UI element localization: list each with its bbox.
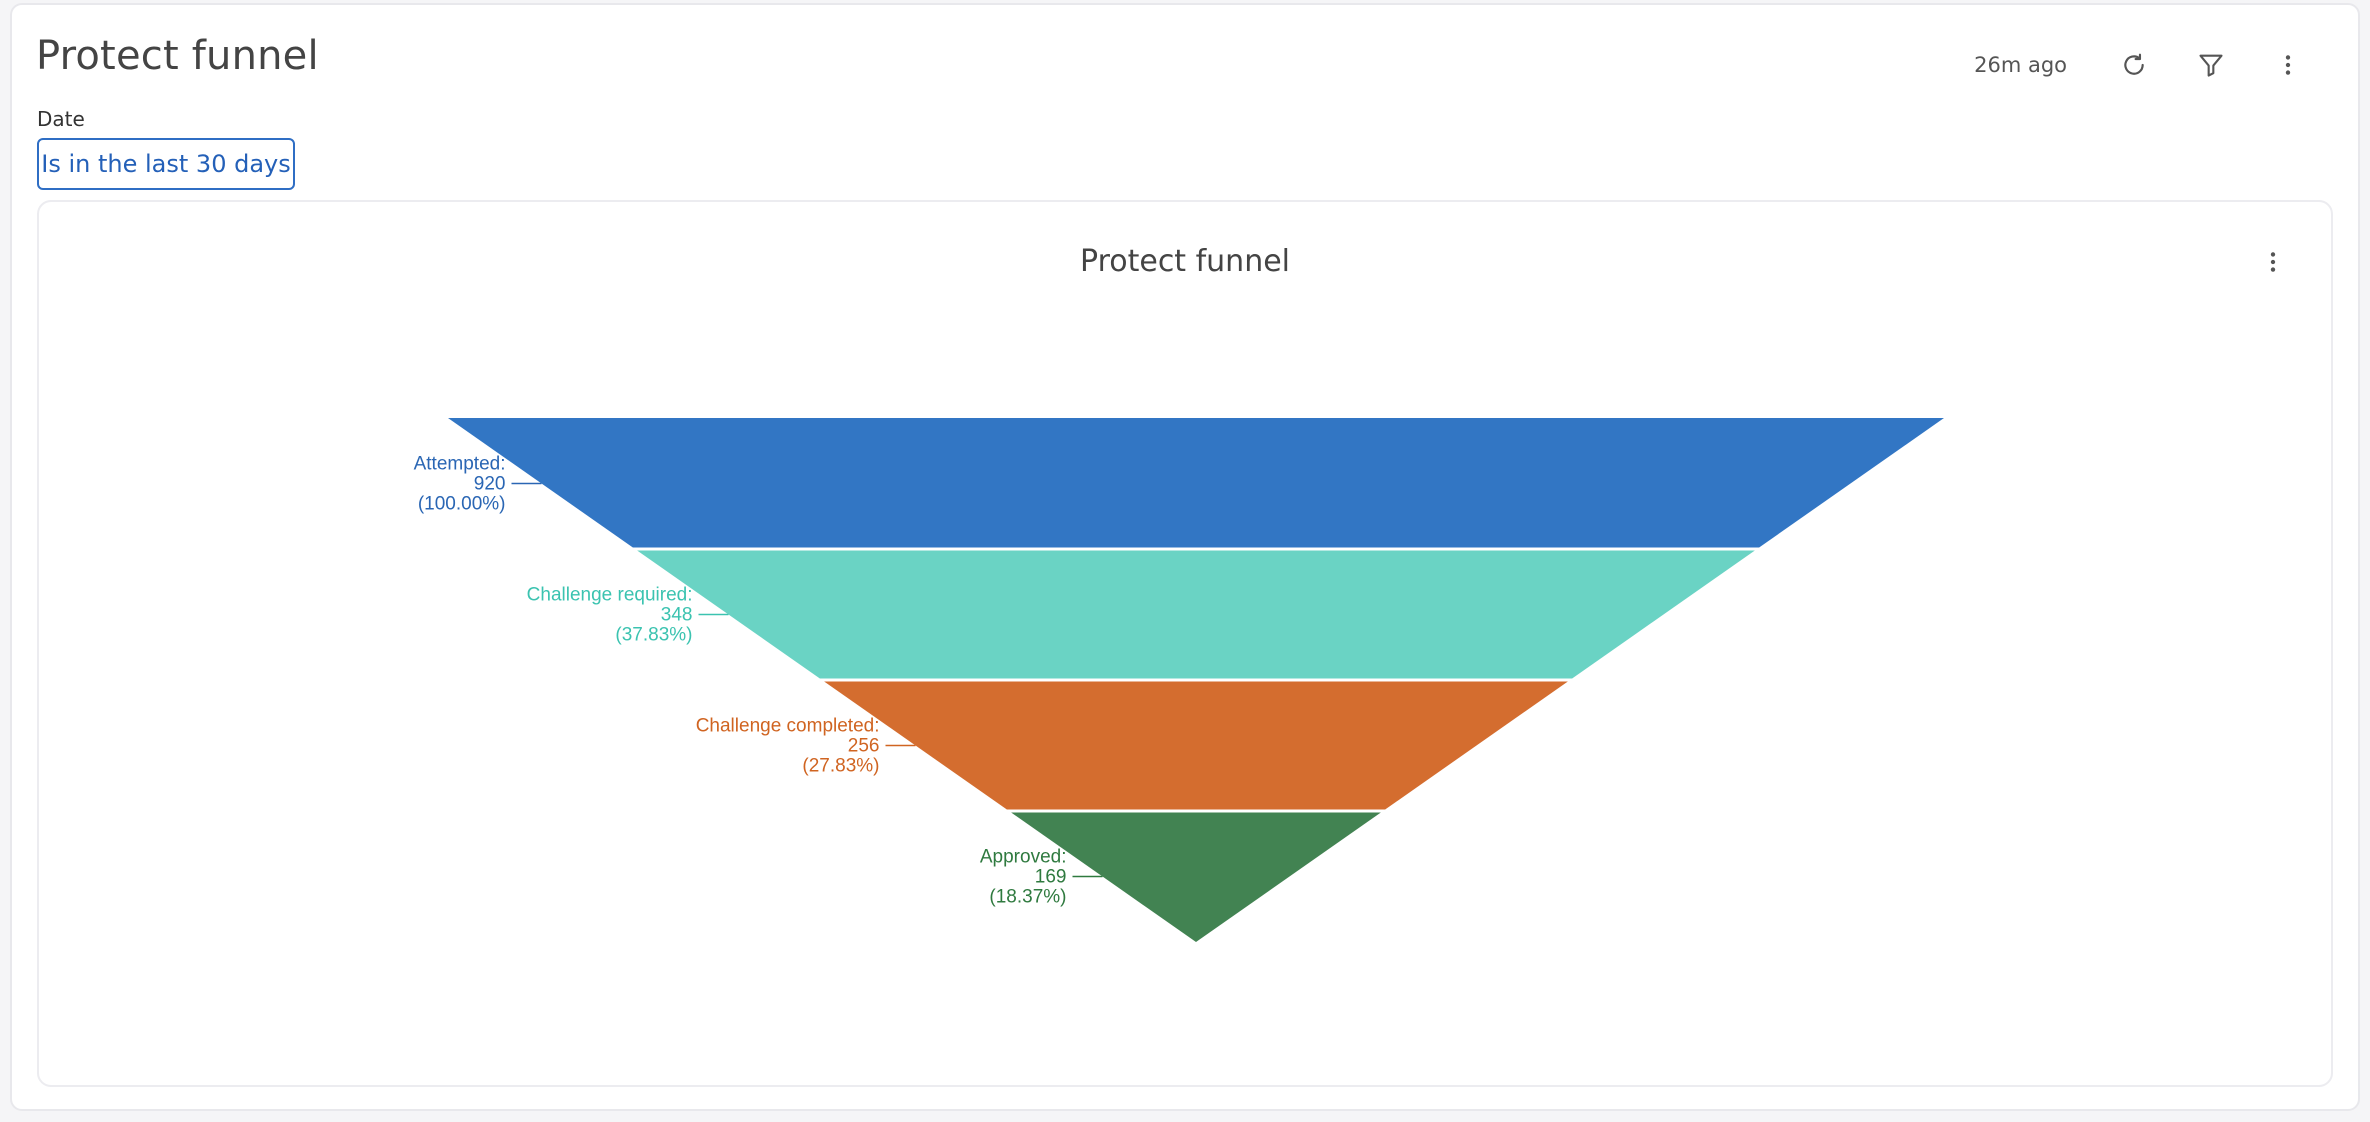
funnel-segment-challenge-required[interactable] (637, 550, 1755, 679)
funnel-label-percent: (100.00%) (418, 494, 506, 515)
funnel-label-name: Approved: (980, 847, 1067, 868)
funnel-label-name: Attempted: (414, 454, 506, 475)
funnel-label-value: 920 (474, 474, 506, 495)
last-updated-text: 26m ago (1974, 53, 2067, 77)
chart-menu-button[interactable] (2253, 242, 2293, 282)
funnel-chart: Attempted:920(100.00%) Challenge required… (414, 418, 1944, 943)
date-filter-chip[interactable]: Is in the last 30 days (37, 138, 295, 190)
funnel-label-value: 169 (1035, 867, 1067, 888)
more-vertical-icon (2270, 252, 2276, 272)
funnel-segment-attempted[interactable] (448, 418, 1944, 548)
refresh-icon (2124, 53, 2144, 75)
chart-card: Attempted:920(100.00%) Challenge required… (37, 200, 2333, 1087)
funnel-label-percent: (18.37%) (989, 887, 1066, 908)
funnel-label-value: 348 (661, 605, 693, 626)
funnel-label-name: Challenge required: (527, 585, 693, 606)
more-vertical-icon (2285, 55, 2291, 75)
filter-button[interactable] (2181, 45, 2241, 85)
refresh-button[interactable] (2104, 45, 2164, 85)
page-title: Protect funnel (36, 33, 319, 79)
filter-icon (2199, 54, 2223, 77)
funnel-segment-approved[interactable] (1011, 812, 1381, 943)
funnel-label-name: Challenge completed: (696, 716, 880, 737)
date-filter-label: Date (37, 107, 85, 131)
funnel-segment-challenge-completed[interactable] (824, 681, 1568, 810)
dashboard-panel: Protect funnel 26m ago Date Is in the la… (10, 3, 2360, 1111)
funnel-label-value: 256 (848, 736, 880, 757)
funnel-label-percent: (27.83%) (802, 756, 879, 777)
chart-title: Protect funnel (1080, 244, 1290, 279)
funnel-label-percent: (37.83%) (615, 625, 692, 646)
more-options-button[interactable] (2258, 45, 2318, 85)
header-actions: 26m ago (1974, 45, 2318, 85)
